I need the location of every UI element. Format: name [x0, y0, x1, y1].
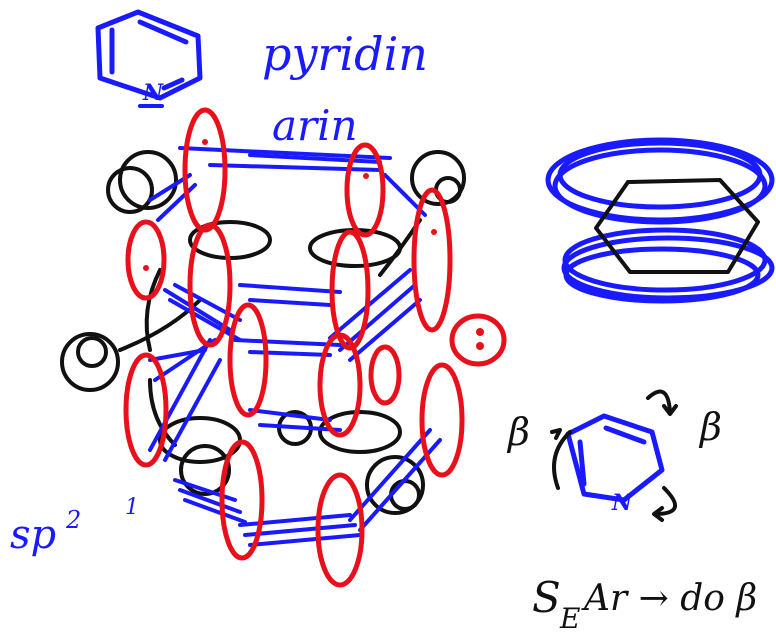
orbital-electron-dots: [143, 139, 484, 350]
pyridine-beta-diagram: N β β: [506, 389, 722, 522]
pyridine-nitrogen-label: N: [142, 80, 164, 106]
beta-left: β: [506, 410, 530, 454]
hybridization-label: sp: [10, 512, 56, 558]
p-orbitals: [123, 107, 507, 588]
number-one-label: 1: [125, 495, 139, 520]
reaction-label-subscript: E: [559, 602, 580, 635]
beta-right: β: [698, 405, 722, 449]
reaction-label-rest: Ar → do β: [581, 578, 757, 619]
pyridine-word: pyridin: [262, 27, 428, 81]
hybridization-superscript: 2: [65, 506, 81, 534]
stacked-rings-diagram: [545, 137, 775, 304]
pyridine-small-nitrogen: N: [611, 490, 633, 516]
pyridine-ring-top: [95, 9, 203, 101]
arene-word: arin: [272, 101, 358, 150]
reaction-label-s: S: [532, 573, 561, 622]
sigma-ring-bonds: [148, 146, 442, 547]
